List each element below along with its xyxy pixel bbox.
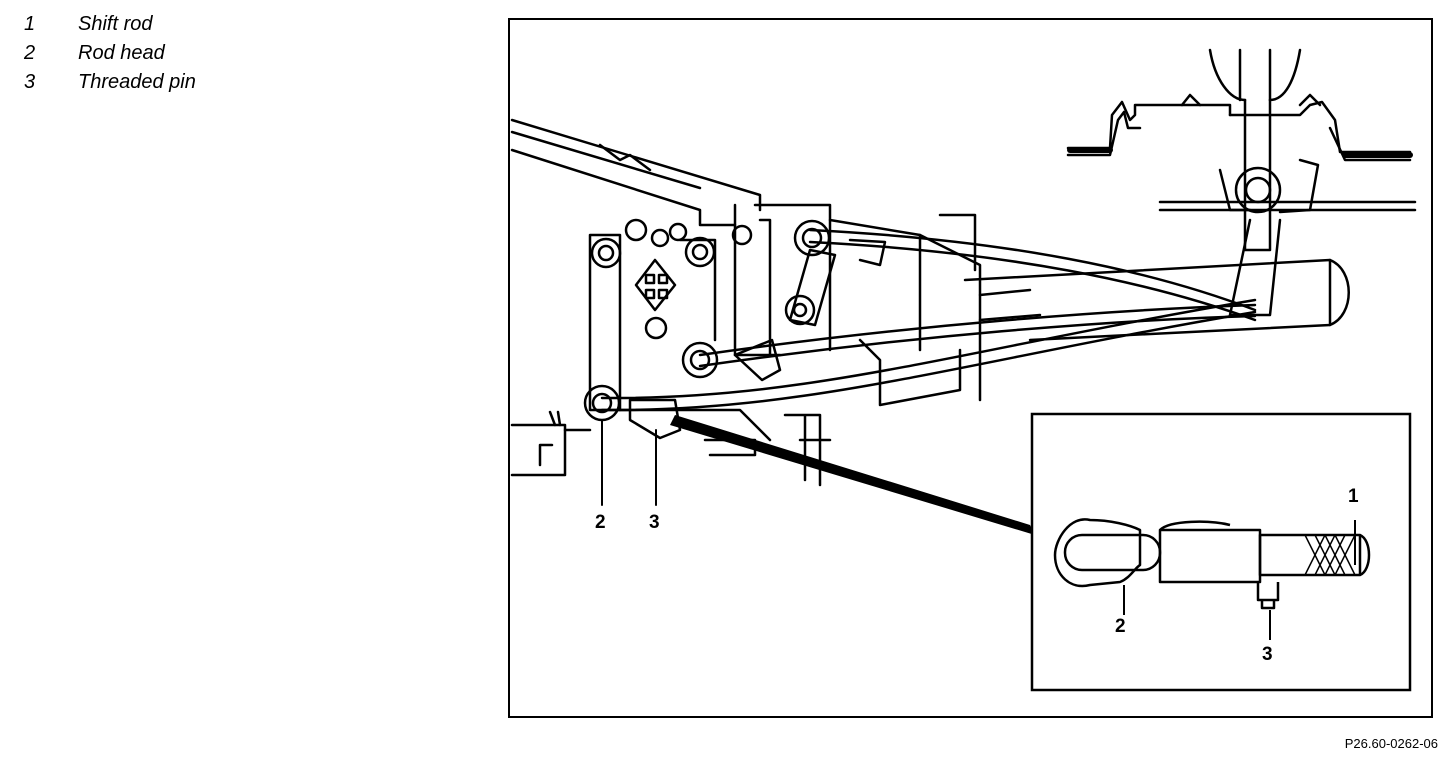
legend-label: Rod head bbox=[78, 42, 165, 64]
technical-illustration: 2 3 1 2 3 bbox=[508, 18, 1433, 718]
callout-detail-rod-head: 2 bbox=[1115, 616, 1126, 637]
housing-bolts bbox=[590, 218, 816, 340]
detail-rod-head-body bbox=[1158, 528, 1262, 584]
magnifier-wedge bbox=[670, 415, 1035, 535]
rod-eyes bbox=[583, 219, 831, 422]
callout-detail-threaded-pin: 3 bbox=[1262, 644, 1273, 665]
callout-detail-shift-rod: 1 bbox=[1348, 486, 1359, 507]
legend-number: 2 bbox=[24, 42, 36, 64]
detail-rod-head-eye bbox=[1053, 518, 1142, 588]
detail-rod-break bbox=[1359, 533, 1371, 577]
callout-rod-head: 2 bbox=[595, 512, 606, 533]
legend-label: Threaded pin bbox=[78, 71, 196, 93]
legend-number: 3 bbox=[24, 71, 36, 93]
transmission-linkage-drawing: 2 3 1 2 3 bbox=[510, 48, 1417, 692]
legend-item-shift-rod: 1 Shift rod bbox=[24, 10, 196, 39]
support-tube bbox=[963, 258, 1350, 342]
legend-label: Shift rod bbox=[78, 13, 153, 35]
figure-id: P26.60-0262-06 bbox=[1344, 736, 1438, 751]
detail-body-top bbox=[1159, 520, 1231, 532]
shift-levers bbox=[628, 238, 887, 440]
detail-knurl bbox=[1304, 534, 1356, 576]
detail-pin-tip bbox=[1260, 600, 1276, 610]
legend-item-threaded-pin: 3 Threaded pin bbox=[24, 68, 196, 97]
shift-rods bbox=[600, 228, 1257, 412]
detail-threaded-pin bbox=[1256, 582, 1280, 602]
legend: 1 Shift rod 2 Rod head 3 Threaded pin bbox=[24, 10, 196, 97]
callout-threaded-pin: 3 bbox=[649, 512, 660, 533]
legend-item-rod-head: 2 Rod head bbox=[24, 39, 196, 68]
lower-bracket bbox=[510, 410, 592, 477]
detail-inset bbox=[1030, 412, 1412, 692]
gear-selector-assembly bbox=[1066, 48, 1417, 317]
legend-number: 1 bbox=[24, 13, 36, 35]
